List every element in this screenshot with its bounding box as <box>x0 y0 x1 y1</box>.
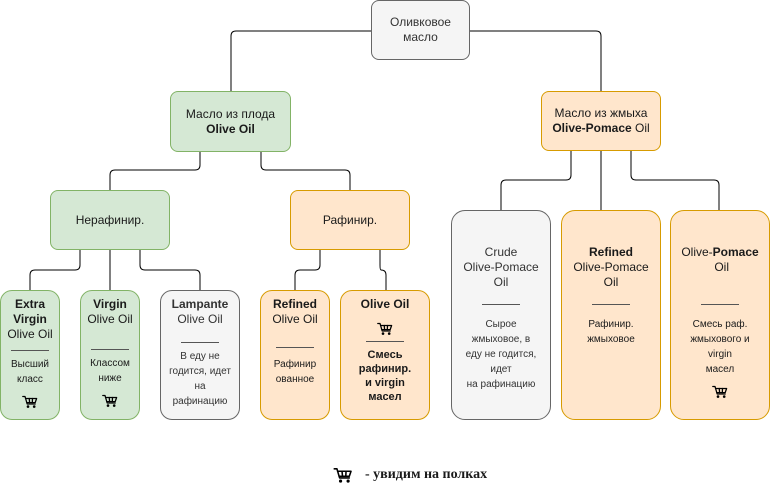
virgin-title2: Olive Oil <box>87 312 133 326</box>
crude-pomace-desc3: на рафинацию <box>466 379 536 390</box>
separator-line <box>701 304 739 305</box>
virgin-node: Virgin Olive Oil Классом ниже <box>80 290 140 420</box>
pomace-oil-line1: Масло из жмыха <box>554 106 648 120</box>
edge-refined-refinedoo <box>294 250 321 290</box>
lampante-title2: Olive Oil <box>177 312 223 326</box>
edge-unrefined-lampante <box>139 250 201 290</box>
shopping-cart-icon <box>712 385 728 398</box>
lampante-node: Lampante Olive Oil В еду не годится, иде… <box>160 290 240 420</box>
pomace-blend-node: Olive-Pomace Oil Смесь раф. жмыхового и … <box>670 210 770 420</box>
pomace-oil-line2-bold: Olive-Pomace <box>552 121 632 135</box>
olive-oil-blend-title: Olive Oil <box>360 297 410 311</box>
edge-fruit-unrefined <box>109 152 201 190</box>
edge-fruit-refined <box>260 152 351 190</box>
root-node: Оливковое масло <box>371 0 470 60</box>
separator-line <box>482 304 520 305</box>
crude-pomace-desc1: Сырое жмыховое, в <box>471 319 531 345</box>
crude-pomace-title1: Crude <box>484 245 518 259</box>
shopping-cart-icon <box>102 394 118 407</box>
olive-oil-blend-desc3: и virgin <box>365 377 405 389</box>
refined-pomace-desc2: жмыховое <box>587 334 635 345</box>
refined-olive-oil-title2: Olive Oil <box>272 312 318 326</box>
separator-line <box>91 349 129 350</box>
fruit-oil-node: Масло из плода Olive Oil <box>170 91 291 152</box>
pomace-oil-line2-rest: Oil <box>631 121 650 135</box>
refined-pomace-node: Refined Olive-Pomace Oil Рафинир. жмыхов… <box>561 210 661 420</box>
olive-oil-blend-desc2: рафинир. <box>358 363 412 375</box>
pomace-oil-node: Масло из жмыха Olive-Pomace Oil <box>541 91 661 151</box>
crude-pomace-title2: Olive-Pomace Oil <box>463 260 539 289</box>
edge-pomace-crude <box>500 151 572 210</box>
shopping-cart-icon <box>333 467 352 483</box>
lampante-title1: Lampante <box>171 297 229 311</box>
refined-group-label: Рафинир. <box>322 212 378 227</box>
shopping-cart-icon <box>22 395 38 408</box>
extra-virgin-title1: Extra <box>14 297 46 311</box>
edge-root-fruit <box>230 30 371 91</box>
pomace-blend-title-bold: Pomace <box>712 245 759 259</box>
virgin-title1: Virgin <box>93 297 127 311</box>
fruit-oil-line1: Масло из плода <box>185 106 276 121</box>
pomace-blend-desc1: Смесь раф. <box>692 319 748 330</box>
refined-olive-oil-desc2: ованное <box>275 374 315 385</box>
olive-oil-blend-desc1: Смесь <box>367 349 403 361</box>
root-label: Оливковое масло <box>390 15 451 44</box>
separator-line <box>276 347 314 348</box>
virgin-desc1: Классом <box>90 358 130 369</box>
crude-pomace-node: Crude Olive-Pomace Oil Сырое жмыховое, в… <box>451 210 551 420</box>
pomace-blend-title-b: Oil <box>711 260 729 274</box>
unrefined-label: Нерафинир. <box>75 212 145 227</box>
lampante-desc3: рафинацию <box>172 396 228 407</box>
pomace-oil-line2: Olive-Pomace Oil <box>552 121 649 136</box>
crude-pomace-desc2: еду не годится, идет <box>465 349 537 375</box>
legend: - увидим на полках <box>333 465 487 485</box>
refined-olive-oil-desc1: Рафинир <box>273 359 317 370</box>
extra-virgin-desc2: класс <box>17 374 43 385</box>
pomace-blend-desc2: жмыхового и virgin <box>690 334 750 360</box>
olive-oil-blend-desc4: масел <box>368 391 402 403</box>
refined-pomace-title1: Refined <box>588 245 633 259</box>
separator-line <box>181 342 219 343</box>
edge-refined-blend <box>379 250 387 290</box>
lampante-desc1: В еду не <box>180 351 220 362</box>
fruit-oil-line2: Olive Oil <box>206 121 255 136</box>
separator-line <box>366 341 404 342</box>
refined-group-node: Рафинир. <box>290 190 410 250</box>
extra-virgin-node: Extra Virgin Olive Oil Высший класс <box>0 290 60 420</box>
refined-pomace-desc1: Рафинир. <box>588 319 634 330</box>
legend-text: - увидим на полках <box>365 467 488 482</box>
refined-olive-oil-node: Refined Olive Oil Рафинир ованное <box>260 290 330 420</box>
separator-line <box>11 350 49 351</box>
olive-oil-blend-node: Olive Oil Смесь рафинир. и virgin масел <box>340 290 430 420</box>
refined-olive-oil-title1: Refined <box>272 297 317 311</box>
pomace-blend-title: Olive-Pomace Oil <box>674 245 766 275</box>
shopping-cart-icon <box>377 322 393 335</box>
extra-virgin-title3: Olive Oil <box>7 327 53 341</box>
pomace-blend-desc3: масел <box>705 364 735 375</box>
edge-pomace-blend <box>630 151 720 210</box>
extra-virgin-desc1: Высший <box>10 359 50 370</box>
unrefined-node: Нерафинир. <box>50 190 170 250</box>
separator-line <box>592 304 630 305</box>
edge-unrefined-extra <box>29 250 81 290</box>
pomace-blend-title-a: Olive- <box>681 245 713 259</box>
extra-virgin-title2: Virgin <box>13 312 47 326</box>
edge-root-pomace <box>470 30 602 91</box>
lampante-desc2: годится, идет на <box>169 366 231 392</box>
refined-pomace-title2: Olive-Pomace Oil <box>573 260 649 289</box>
virgin-desc2: ниже <box>98 373 122 384</box>
